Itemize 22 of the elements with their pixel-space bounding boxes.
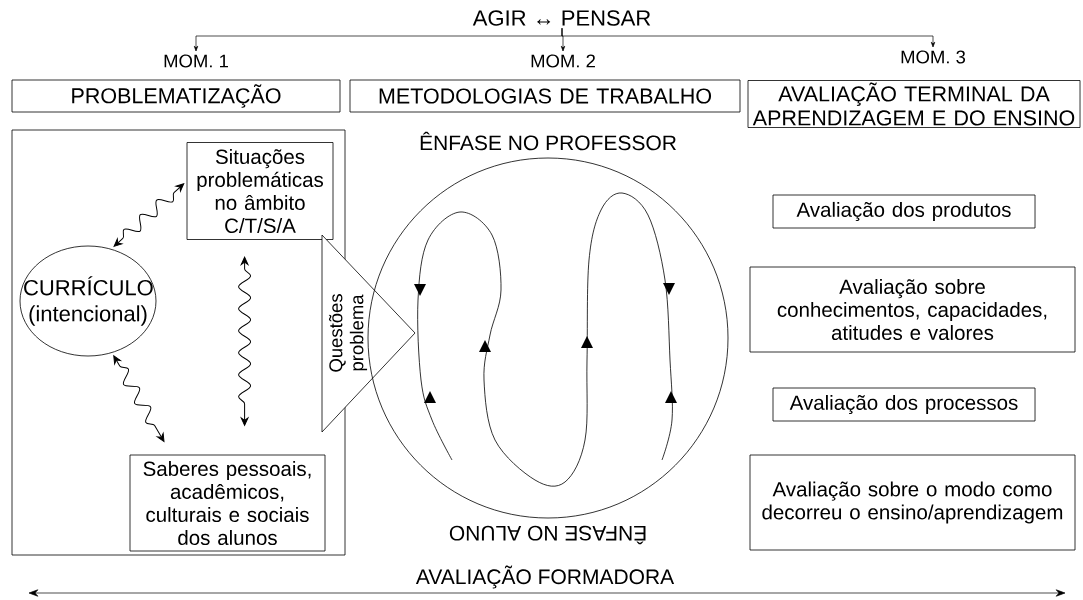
heading-text: AGIR ↔ PENSAR: [472, 10, 651, 26]
assessment-box: Avaliação sobre o modo como decorreu o ensino/aprendizagem: [749, 454, 1076, 551]
process-box: Situações problemáticas no âmbito C/T/S/A: [186, 142, 334, 240]
assessment-box: Avaliação sobre conhecimentos, capacidades, atitudes e valores: [749, 266, 1076, 353]
node-label: ÊNFASE NO ALUNO: [449, 525, 646, 545]
moment-label: MOM. 2: [531, 54, 595, 68]
problem-triangle: Questões problema: [321, 234, 416, 433]
node-label: ÊNFASE NO PROFESSOR: [420, 131, 676, 151]
footer-text: AVALIAÇÃO FORMADORA: [415, 565, 675, 589]
panel-box: [11, 129, 346, 556]
process-box: Saberes pessoais, acadêmicos, culturais e sociais dos alunos: [129, 454, 326, 552]
wavy-arrow: [113, 355, 165, 443]
assessment-box: Avaliação dos processos: [772, 387, 1036, 422]
wavy-arrow: [238, 256, 252, 426]
bracket-arrow: [561, 27, 936, 48]
phase-box: AVALIAÇÃO TERMINAL DA APRENDIZAGEM E DO ENSINO: [747, 80, 1081, 128]
wavy-arrow: [113, 183, 185, 247]
phase-box: PROBLEMATIZAÇÃO: [11, 79, 341, 113]
assessment-box: Avaliação dos produtos: [772, 194, 1036, 229]
phase-box: METODOLOGIAS DE TRABALHO: [349, 79, 741, 113]
moment-label: MOM. 3: [901, 50, 966, 64]
moment-label: MOM. 1: [164, 54, 228, 68]
